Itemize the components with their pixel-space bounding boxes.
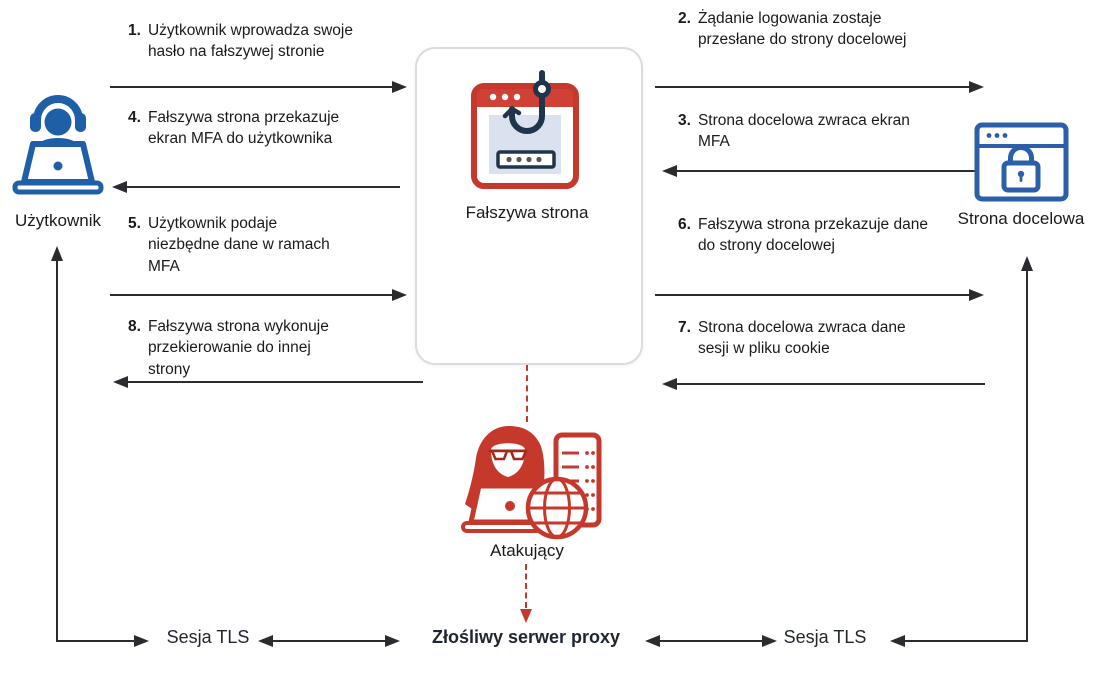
step-1-annotation: 1. Użytkownik wprowadza swoje hasło na f… [128,20,360,63]
step-2-number: 2. [678,10,691,27]
step-5-annotation: 5. Użytkownik podaje niezbędne dane w ra… [128,213,336,277]
step-3-annotation: 3. Strona docelowa zwraca ekran MFA [678,110,928,153]
attacker-node-label: Atakujący [490,541,564,560]
step-5-text: Użytkownik podaje niezbędne dane w ramac… [147,215,330,275]
step-4-text: Fałszywa strona przekazuje ekran MFA do … [147,109,340,148]
step-3-text: Strona docelowa zwraca ekran MFA [697,112,910,151]
step-7-annotation: 7. Strona docelowa zwraca dane sesji w p… [678,317,918,360]
step-4-annotation: 4. Fałszywa strona przekazuje ekran MFA … [128,107,356,150]
target-site-node-label: Strona docelowa [957,209,1085,228]
hacker-proxy-icon [461,426,602,540]
step-2-text: Żądanie logowania zostaje przesłane do s… [697,10,907,49]
step-8-annotation: 8. Fałszywa strona wykonuje przekierowan… [128,316,340,380]
step-4-number: 4. [128,109,141,126]
tls-session-right-label: Sesja TLS [783,627,867,647]
step-7-number: 7. [678,319,691,336]
step-7-text: Strona docelowa zwraca dane sesji w plik… [697,319,906,358]
step-6-text: Fałszywa strona przekazuje dane do stron… [697,216,928,255]
tls-session-left-label: Sesja TLS [166,627,250,647]
step-8-text: Fałszywa strona wykonuje przekierowanie … [147,318,329,378]
phishing-browser-icon [471,70,579,189]
step-5-number: 5. [128,215,141,232]
step-8-number: 8. [128,318,141,335]
step-6-number: 6. [678,216,691,233]
user-node-label: Użytkownik [15,211,101,230]
malicious-proxy-label: Złośliwy serwer proxy [431,627,621,647]
step-1-number: 1. [128,22,141,39]
step-2-annotation: 2. Żądanie logowania zostaje przesłane d… [678,8,926,51]
step-3-number: 3. [678,112,691,129]
step-6-annotation: 6. Fałszywa strona przekazuje dane do st… [678,214,946,257]
step-1-text: Użytkownik wprowadza swoje hasło na fałs… [147,22,353,61]
user-laptop-icon [12,95,104,195]
fake-site-node-label: Fałszywa strona [465,203,589,222]
secure-browser-icon [974,122,1069,202]
